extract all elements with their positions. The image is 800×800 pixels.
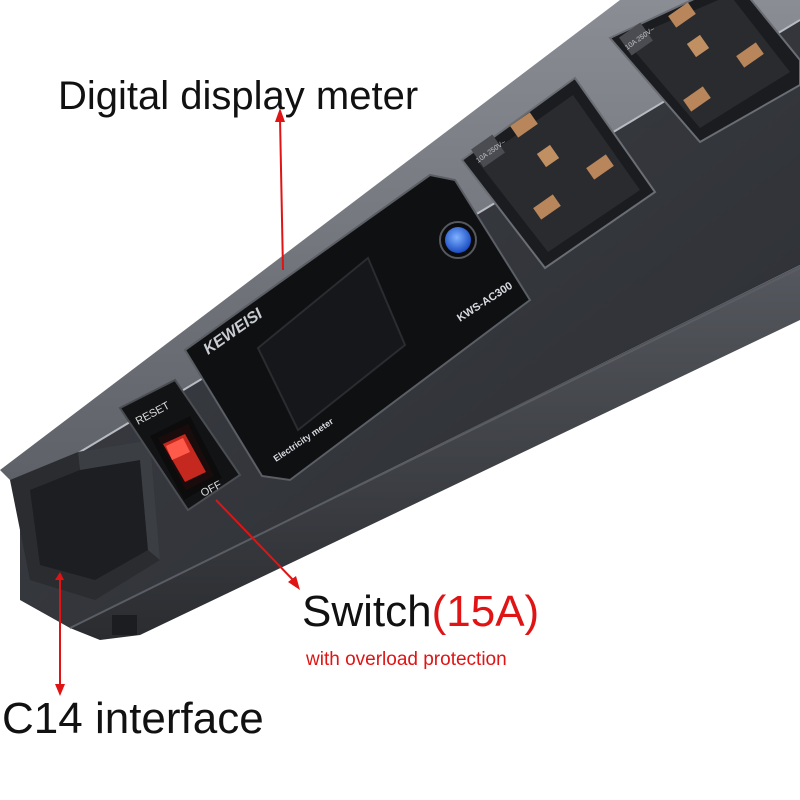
arrow-switch-head-icon — [288, 576, 300, 590]
arrow-c14-tail-icon — [55, 572, 64, 580]
meter-button-icon — [445, 227, 471, 253]
label-switch-text: Switch — [302, 587, 432, 636]
label-overload-protection: with overload protection — [306, 649, 507, 670]
digital-meter: KEWEISI KWS-AC300 Electricity meter — [183, 173, 532, 482]
label-switch-rating: (15A) — [431, 587, 540, 636]
label-switch: Switch(15A) — [302, 590, 539, 634]
socket-2: 10A 250V~ — [608, 0, 800, 144]
callout-arrows — [55, 108, 300, 696]
arrow-c14-head-icon — [55, 684, 65, 696]
label-c14-interface: C14 interface — [2, 694, 264, 743]
label-digital-display-meter: Digital display meter — [58, 74, 419, 118]
arrow-switch — [215, 499, 296, 583]
socket-1: 10A 250V~ — [460, 76, 657, 270]
rocker-switch: RESET OFF — [118, 378, 242, 512]
c14-inlet — [10, 440, 160, 635]
arrow-meter-head-icon — [275, 108, 285, 122]
arrow-meter — [279, 117, 284, 271]
